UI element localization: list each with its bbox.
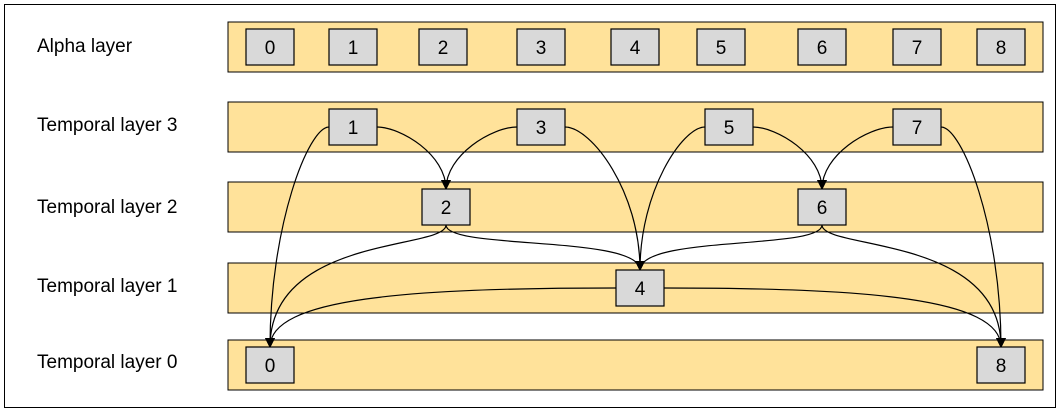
frame-box-t1-4: 4 xyxy=(615,269,665,307)
frame-box-rect xyxy=(615,269,665,307)
frame-box-rect xyxy=(976,346,1026,384)
band-t2 xyxy=(227,181,1044,233)
frame-number: 4 xyxy=(630,38,641,59)
frame-box-t3-3: 3 xyxy=(516,108,566,146)
reference-arrow-7-to-8 xyxy=(940,126,1006,348)
frame-number: 4 xyxy=(635,279,646,300)
frame-box-t0-8: 8 xyxy=(976,346,1026,384)
frame-box-rect xyxy=(610,28,660,66)
frame-box-rect xyxy=(892,28,942,66)
frame-box-rect xyxy=(696,28,746,66)
reference-arrow-3-to-2 xyxy=(441,126,518,190)
frame-box-rect xyxy=(892,108,942,146)
frame-number: 7 xyxy=(912,118,923,139)
frame-number: 5 xyxy=(716,38,727,59)
reference-arrow-2-to-0 xyxy=(265,224,447,348)
frame-box-alpha-1: 1 xyxy=(328,28,378,66)
frame-box-t2-6: 6 xyxy=(797,188,847,226)
label-alpha-layer: Alpha layer xyxy=(37,36,133,57)
reference-arrow-6-to-4 xyxy=(635,224,823,271)
frame-box-rect xyxy=(245,28,295,66)
frame-box-rect xyxy=(328,108,378,146)
frame-box-alpha-5: 5 xyxy=(696,28,746,66)
frame-box-t3-5: 5 xyxy=(704,108,754,146)
frame-box-alpha-8: 8 xyxy=(976,28,1026,66)
reference-arrow-1-to-2 xyxy=(376,126,451,190)
frame-number: 0 xyxy=(265,38,276,59)
label-temporal-layer-0: Temporal layer 0 xyxy=(37,352,178,373)
band-t0 xyxy=(227,339,1044,391)
frame-number: 6 xyxy=(817,198,828,219)
frame-box-alpha-7: 7 xyxy=(892,28,942,66)
frame-number: 3 xyxy=(536,38,547,59)
frame-number: 7 xyxy=(912,38,923,59)
label-temporal-layer-1: Temporal layer 1 xyxy=(37,276,178,297)
frame-number: 3 xyxy=(536,118,547,139)
frame-number: 2 xyxy=(438,38,449,59)
reference-arrow-2-to-4 xyxy=(445,224,645,271)
frame-box-t3-7: 7 xyxy=(892,108,942,146)
frame-box-t0-0: 0 xyxy=(245,346,295,384)
frame-box-rect xyxy=(797,188,847,226)
frame-box-alpha-4: 4 xyxy=(610,28,660,66)
frame-number: 6 xyxy=(817,38,828,59)
frame-box-rect xyxy=(704,108,754,146)
frame-box-rect xyxy=(421,188,471,226)
frame-box-t2-2: 2 xyxy=(421,188,471,226)
frame-number: 8 xyxy=(996,38,1007,59)
reference-arrow-3-to-4 xyxy=(564,126,645,271)
frame-number: 2 xyxy=(441,198,452,219)
frame-number: 8 xyxy=(996,356,1007,377)
frame-box-rect xyxy=(418,28,468,66)
frame-box-rect xyxy=(976,28,1026,66)
frame-number: 5 xyxy=(724,118,735,139)
frame-number: 1 xyxy=(348,118,359,139)
frame-number: 0 xyxy=(265,356,276,377)
frame-box-t3-1: 1 xyxy=(328,108,378,146)
frame-box-rect xyxy=(516,108,566,146)
frame-box-alpha-6: 6 xyxy=(797,28,847,66)
frame-box-rect xyxy=(245,346,295,384)
frame-box-alpha-0: 0 xyxy=(245,28,295,66)
reference-arrow-4-to-0 xyxy=(265,287,617,348)
frame-box-rect xyxy=(328,28,378,66)
frame-box-rect xyxy=(516,28,566,66)
reference-arrow-5-to-4 xyxy=(635,126,706,271)
label-temporal-layer-2: Temporal layer 2 xyxy=(37,197,178,218)
frame-box-alpha-3: 3 xyxy=(516,28,566,66)
reference-arrow-7-to-6 xyxy=(817,126,894,190)
frame-box-rect xyxy=(797,28,847,66)
reference-arrow-4-to-8 xyxy=(663,287,1006,348)
reference-arrow-1-to-0 xyxy=(265,126,330,348)
frame-number: 1 xyxy=(348,38,359,59)
reference-arrow-6-to-8 xyxy=(821,224,1006,348)
frame-box-alpha-2: 2 xyxy=(418,28,468,66)
label-temporal-layer-3: Temporal layer 3 xyxy=(37,115,178,136)
reference-arrow-5-to-6 xyxy=(752,126,827,190)
